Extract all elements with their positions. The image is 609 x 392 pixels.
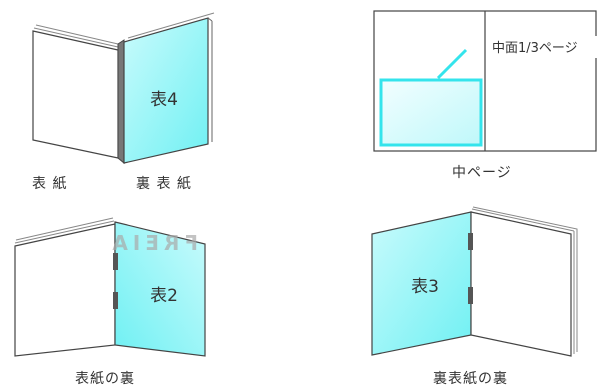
inside-front-cover-label: 表紙の裏 <box>75 371 135 387</box>
inside-back-cover-label: 裏表紙の裏 <box>433 371 508 387</box>
hinge-top <box>468 233 473 250</box>
back-cover-label: 裏 表 紙 <box>136 176 192 192</box>
front-cover-label: 表 紙 <box>32 176 68 192</box>
inside-back-cover-book: 表3 <box>371 206 578 357</box>
one-third-page-ad-area <box>379 78 483 147</box>
inside-back-right-page <box>470 211 572 357</box>
inside-back-panel-text: 表3 <box>411 277 439 297</box>
mirrored-cover-logo: FREIA <box>107 231 198 255</box>
middle-page-spread: 中面1/3ページ <box>373 10 598 152</box>
inside-front-left-page <box>14 223 116 357</box>
hinge-top <box>113 253 118 270</box>
spine <box>117 39 125 165</box>
middle-page-label: 中ページ <box>452 165 512 181</box>
inside-front-cover-book: FREIA 表2 <box>14 217 206 357</box>
back-cover-panel-text: 表4 <box>150 90 178 110</box>
inside-front-panel-text: 表2 <box>150 286 178 306</box>
hinge-bottom <box>113 292 118 309</box>
callout-line <box>436 48 468 80</box>
back-cover-page <box>123 17 209 164</box>
hinge-bottom <box>468 287 473 304</box>
front-cover-page <box>32 30 119 159</box>
back-cover-book: 表4 <box>32 12 215 165</box>
callout-label-bg <box>488 36 598 58</box>
middle-page-note: 中面1/3ページ <box>492 41 578 56</box>
